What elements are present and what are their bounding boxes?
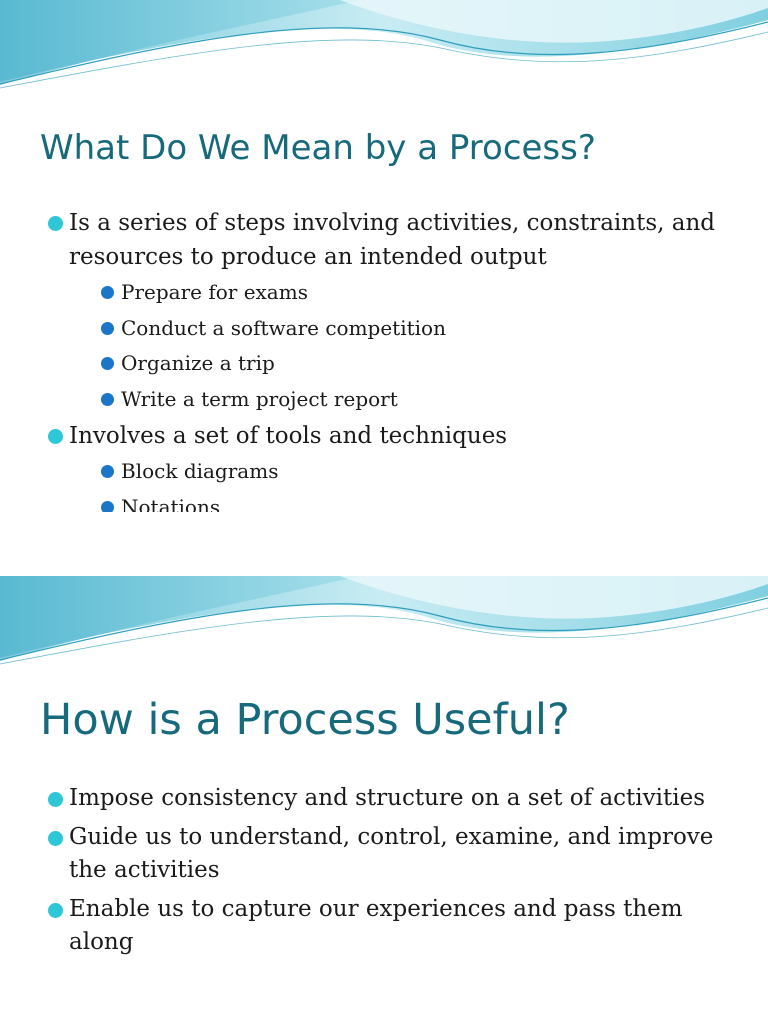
header-wave-decoration	[0, 576, 768, 665]
sub-bullet-item: Prepare for exams	[69, 275, 748, 311]
header-wave-decoration	[0, 0, 768, 89]
bullet-dot-icon	[48, 831, 63, 846]
sub-bullet-text: Prepare for exams	[121, 280, 308, 304]
sub-bullet-item: Conduct a software competition	[69, 311, 748, 347]
sub-bullet-text: Write a term project report	[121, 386, 398, 411]
bullet-item: Impose consistency and structure on a se…	[48, 782, 748, 815]
bullet-list: Impose consistency and structure on a se…	[48, 782, 748, 965]
sub-bullet-item: Notations	[69, 490, 748, 512]
sub-bullet-text: Notations	[121, 494, 221, 512]
slide-title: How is a Process Useful?	[40, 695, 570, 745]
bullet-text: Enable us to capture our experiences and…	[69, 896, 683, 955]
slide-1: What Do We Mean by a Process? Is a serie…	[0, 0, 768, 512]
sub-bullet-text: Organize a trip	[121, 351, 275, 376]
slide-2: How is a Process Useful? Impose consiste…	[0, 576, 768, 1024]
bullet-item: Is a series of steps involving activitie…	[48, 206, 748, 417]
sub-bullet-dot-icon	[101, 357, 114, 371]
bullet-text: Impose consistency and structure on a se…	[69, 785, 706, 811]
sub-bullet-text: Conduct a software competition	[121, 315, 446, 340]
sub-bullet-item: Block diagrams	[69, 454, 748, 490]
bullet-text: Guide us to understand, control, examine…	[69, 824, 714, 883]
sub-bullet-list: Prepare for exams Conduct a software com…	[69, 275, 748, 417]
sub-bullet-item: Write a term project report	[69, 382, 748, 418]
slide-title: What Do We Mean by a Process?	[40, 128, 596, 168]
sub-bullet-dot-icon	[101, 465, 114, 479]
bullet-dot-icon	[48, 792, 63, 807]
sub-bullet-dot-icon	[101, 392, 114, 406]
sub-bullet-list: Block diagrams Notations	[69, 454, 748, 512]
slide-separator	[0, 512, 768, 576]
sub-bullet-dot-icon	[101, 321, 114, 335]
sub-bullet-text: Block diagrams	[121, 459, 279, 484]
bullet-dot-icon	[48, 903, 63, 918]
bullet-text: Is a series of steps involving activitie…	[69, 210, 715, 270]
bullet-item: Guide us to understand, control, examine…	[48, 821, 748, 887]
bullet-dot-icon	[48, 216, 63, 231]
bullet-text: Involves a set of tools and techniques	[69, 423, 508, 450]
bullet-dot-icon	[48, 429, 63, 445]
bullet-item: Enable us to capture our experiences and…	[48, 893, 748, 959]
bullet-item: Involves a set of tools and techniques B…	[48, 419, 748, 512]
sub-bullet-item: Organize a trip	[69, 346, 748, 382]
bullet-list: Is a series of steps involving activitie…	[48, 206, 748, 512]
sub-bullet-dot-icon	[101, 500, 114, 512]
sub-bullet-dot-icon	[101, 286, 114, 299]
